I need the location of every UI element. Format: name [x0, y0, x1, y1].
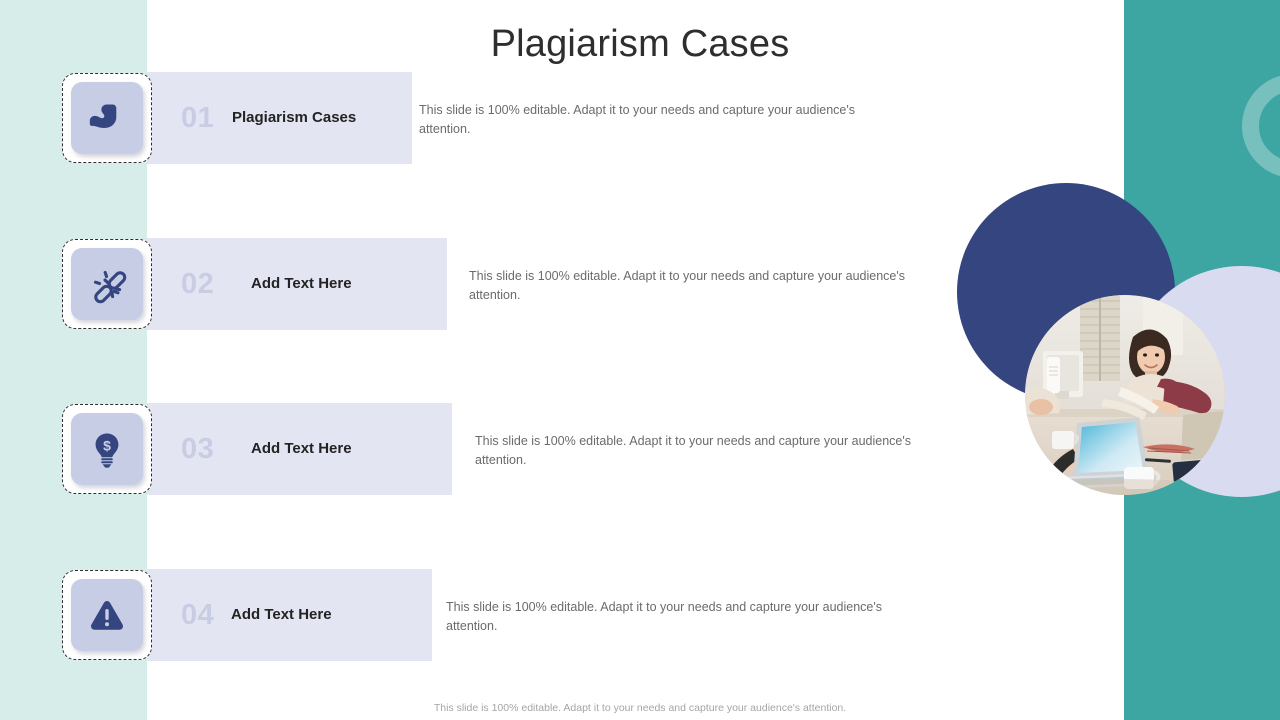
row-body-text: This slide is 100% editable. Adapt it to… — [469, 269, 905, 302]
row-banner-shape — [147, 72, 412, 164]
row-icon-tile[interactable] — [62, 570, 152, 660]
row-label: Add Text Here — [251, 275, 352, 292]
row-number: 02 — [181, 268, 215, 300]
broken-link-icon — [71, 248, 143, 320]
row-banner-shape — [147, 238, 447, 330]
row-label: Add Text Here — [231, 606, 332, 623]
page-title: Plagiarism Cases — [490, 23, 790, 65]
row-banner-shape — [147, 569, 432, 661]
row-number: 03 — [181, 433, 215, 465]
office-photo — [1025, 295, 1225, 495]
row-label: Add Text Here — [251, 440, 352, 457]
teal-ring-icon — [1242, 74, 1280, 178]
row-icon-tile[interactable] — [62, 239, 152, 329]
row-icon-tile[interactable] — [62, 73, 152, 163]
row-banner-shape — [147, 403, 452, 495]
list-item[interactable]: 03 Add Text Here — [147, 403, 457, 495]
decorative-composition — [940, 170, 1280, 590]
list-item[interactable]: 01 Plagiarism Cases — [147, 72, 447, 164]
row-number: 01 — [181, 102, 215, 134]
footer-note: This slide is 100% editable. Adapt it to… — [433, 702, 847, 714]
row-number: 04 — [181, 599, 215, 631]
row-body-text: This slide is 100% editable. Adapt it to… — [475, 434, 911, 467]
flexed-biceps-icon — [71, 82, 143, 154]
list-item[interactable]: 02 Add Text Here — [147, 238, 457, 330]
row-icon-tile[interactable]: $ — [62, 404, 152, 494]
row-body-text: This slide is 100% editable. Adapt it to… — [446, 600, 882, 633]
row-label: Plagiarism Cases — [232, 109, 357, 126]
list-item[interactable]: 04 Add Text Here — [147, 569, 447, 661]
svg-text:$: $ — [103, 438, 111, 454]
row-body-text: This slide is 100% editable. Adapt it to… — [419, 103, 855, 136]
warning-triangle-icon — [71, 579, 143, 651]
lightbulb-dollar-icon: $ — [71, 413, 143, 485]
